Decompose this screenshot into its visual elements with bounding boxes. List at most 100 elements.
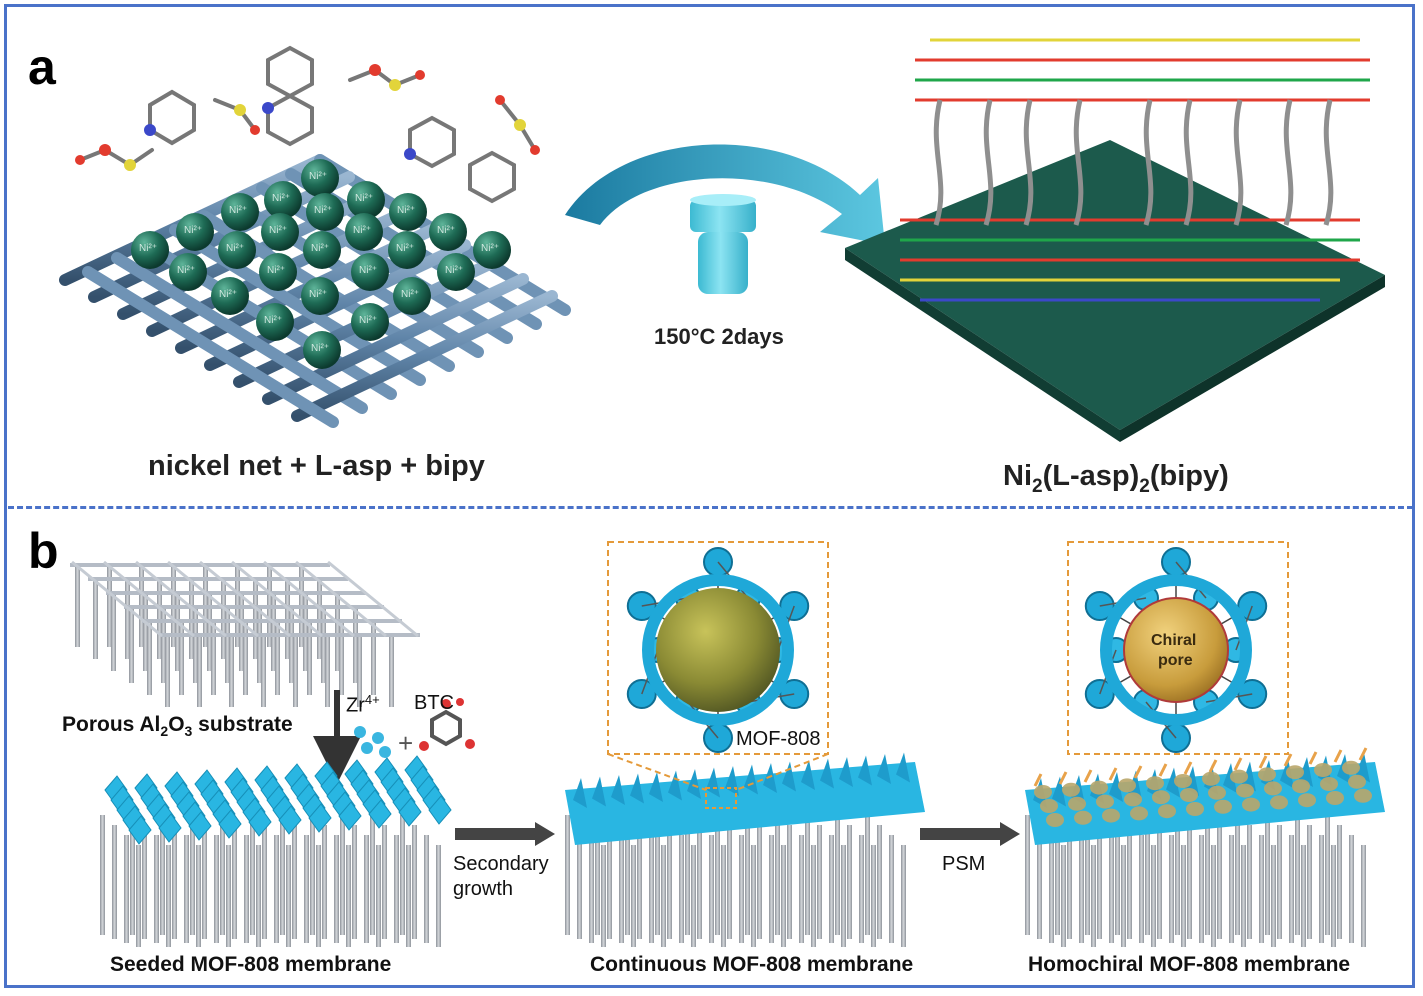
ni-ion: [345, 213, 383, 251]
ni-ion-label: Ni²⁺: [401, 289, 420, 300]
ni-ion: [429, 213, 467, 251]
ni-ion-label: Ni²⁺: [359, 265, 378, 276]
reactants-label: nickel net + L-asp + bipy: [148, 450, 485, 482]
product-sub1: 2: [1032, 475, 1043, 497]
figure-border: [4, 4, 1415, 988]
ni-ion-label: Ni²⁺: [314, 205, 333, 216]
substrate-sub1: 2: [160, 723, 169, 740]
ni-ion-label: Ni²⁺: [359, 315, 378, 326]
ni-ion: [211, 277, 249, 315]
ni-ion: [218, 231, 256, 269]
net-rod: [88, 171, 355, 303]
ni-ion: [389, 193, 427, 231]
plus-sign: +: [398, 728, 414, 758]
ni-ion: [221, 193, 259, 231]
ni-ion-label: Ni²⁺: [396, 243, 415, 254]
ni-ion-label: Ni²⁺: [445, 265, 464, 276]
zr-label: Zr4+: [346, 692, 380, 718]
net-rod: [82, 266, 339, 428]
secondary-growth-label-2: growth: [453, 878, 514, 900]
net-rod: [291, 290, 558, 422]
seeded-membrane-label: Seeded MOF-808 membrane: [110, 953, 392, 976]
ni-ion: [264, 181, 302, 219]
ni-ion: [437, 253, 475, 291]
ni-ion-label: Ni²⁺: [269, 225, 288, 236]
reaction-vial: [690, 194, 756, 294]
ni-ion-label: Ni²⁺: [264, 315, 283, 326]
ni-ion: [256, 303, 294, 341]
ni-ion-label: Ni²⁺: [229, 205, 248, 216]
psm-label: PSM: [942, 853, 986, 875]
substrate-prefix: Porous Al: [62, 713, 161, 736]
ni-ion-label: Ni²⁺: [397, 205, 416, 216]
chiral-label-2: pore: [1158, 652, 1193, 669]
substrate-label: Porous Al2O3 substrate: [62, 713, 293, 739]
chiral-pore-inset: [1067, 541, 1289, 755]
ni-ion-label: Ni²⁺: [309, 171, 328, 182]
homochiral-membrane: [1025, 747, 1385, 947]
ni-ion-label: Ni²⁺: [353, 225, 372, 236]
ni-ion: [351, 303, 389, 341]
zr-sup: 4+: [364, 692, 380, 707]
nickel-plate: [845, 140, 1385, 442]
zr-ions: [354, 726, 391, 758]
homochiral-membrane-label: Homochiral MOF-808 membrane: [1028, 953, 1351, 976]
process-arrow-2: [920, 822, 1020, 846]
net-rod: [169, 224, 426, 386]
ni-ion-label: Ni²⁺: [267, 265, 286, 276]
product-label: Ni2(L-asp)2(bipy): [1003, 460, 1229, 498]
zr-base: Zr: [346, 694, 365, 717]
mof-808-label: MOF-808: [736, 728, 821, 750]
substrate-mid: O: [168, 713, 185, 736]
ni-ion-label: Ni²⁺: [309, 289, 328, 300]
continuous-membrane-label: Continuous MOF-808 membrane: [590, 953, 914, 976]
substrate-suffix: substrate: [192, 713, 293, 736]
mof-808-inset: [607, 541, 829, 809]
ni-ion-label: Ni²⁺: [139, 243, 158, 254]
ni-ion-label: Ni²⁺: [272, 193, 291, 204]
ni-ion: [306, 193, 344, 231]
ni-ion: [303, 331, 341, 369]
process-arrow-1: [455, 822, 555, 846]
ni-ion: [261, 213, 299, 251]
ni-ion: [388, 231, 426, 269]
ni-ion-label: Ni²⁺: [219, 289, 238, 300]
panel-b-letter: b: [28, 523, 59, 579]
ni-ion-label: Ni²⁺: [481, 243, 500, 254]
ni-ion: [303, 231, 341, 269]
product-sub2: 2: [1139, 475, 1150, 497]
product-suffix: (bipy): [1149, 460, 1229, 492]
ni-ion: [301, 277, 339, 315]
panel-divider: [8, 506, 1413, 509]
ni-ion: [176, 213, 214, 251]
ni-ion: [131, 231, 169, 269]
ni-ion-label: Ni²⁺: [184, 225, 203, 236]
ni-ion: [351, 253, 389, 291]
ni-ion-label: Ni²⁺: [177, 265, 196, 276]
panel-a-letter: a: [28, 39, 56, 95]
btc-molecule: [419, 698, 475, 751]
continuous-membrane: [565, 752, 925, 947]
substrate-sub2: 3: [184, 723, 193, 740]
seeded-membrane: [100, 755, 452, 947]
product-mid: (L-asp): [1042, 460, 1140, 492]
nickel-net: [59, 154, 571, 428]
ni-ion-label: Ni²⁺: [355, 193, 374, 204]
atom-dots: [75, 64, 540, 171]
secondary-growth-label-1: Secondary: [453, 853, 549, 875]
reaction-condition: 150°C 2days: [654, 324, 784, 349]
reaction-arrow: [565, 144, 885, 245]
ni-ion: [393, 277, 431, 315]
mof-framework: [900, 38, 1370, 302]
ni-ion: [169, 253, 207, 291]
net-rod: [111, 252, 368, 414]
product-prefix: Ni: [1003, 460, 1032, 492]
ni-ion: [473, 231, 511, 269]
porous-substrate: [70, 560, 420, 707]
ni-ion-label: Ni²⁺: [311, 243, 330, 254]
btc-label: BTC: [414, 692, 454, 714]
ni-ion-label: Ni²⁺: [311, 343, 330, 354]
chiral-label-1: Chiral: [1151, 632, 1197, 649]
